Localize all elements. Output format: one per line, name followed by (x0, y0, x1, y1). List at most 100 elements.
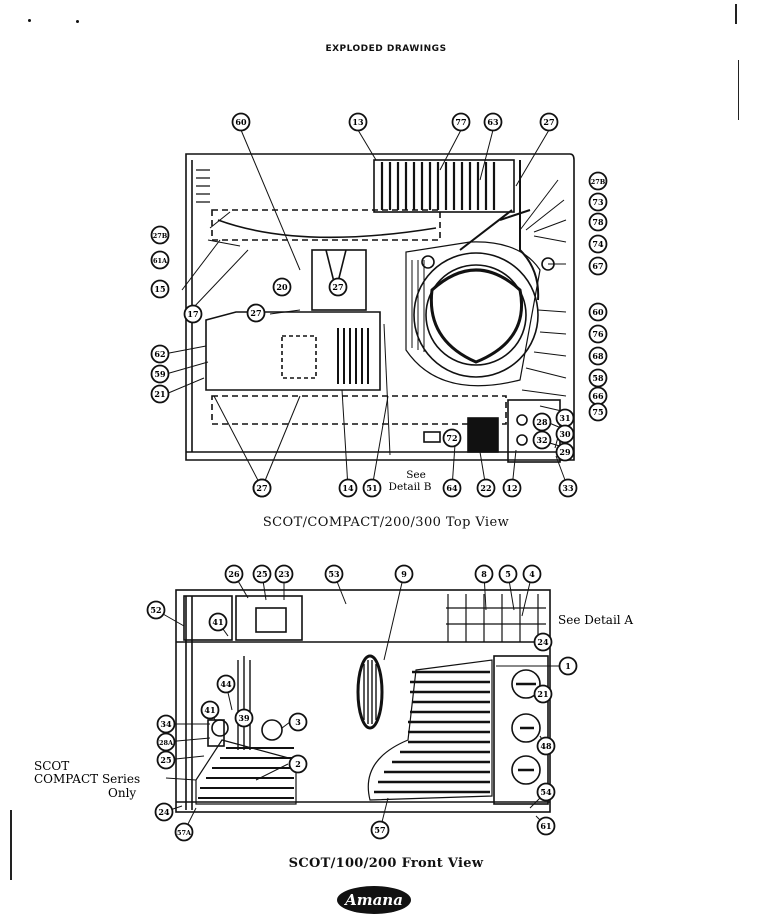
callout-number: 54 (540, 787, 552, 797)
see-detail-a-note: See Detail A (558, 613, 633, 627)
callout-number: 13 (352, 117, 364, 127)
callout-bubble (442, 428, 462, 448)
callout-number: 24 (537, 637, 549, 647)
callout-number: 27 (250, 308, 261, 318)
callout-number: 5 (505, 569, 511, 579)
callout-number: 4 (529, 569, 535, 579)
callout-number: 60 (592, 307, 604, 317)
callout-number: 20 (276, 282, 288, 292)
callout-bubble (288, 754, 308, 774)
callout-number: 67 (592, 261, 603, 271)
callout-number: 52 (150, 605, 161, 615)
callout-number: 72 (446, 433, 457, 443)
callout-number: 8 (481, 569, 487, 579)
callout-bubble (348, 112, 368, 132)
callout-bubble (150, 364, 170, 384)
callout-number: 29 (559, 447, 571, 457)
callout-bubble (150, 225, 170, 245)
callout-bubble (183, 304, 203, 324)
callout-bubble (288, 712, 308, 732)
callout-bubble (536, 736, 556, 756)
callout-bubble (588, 212, 608, 232)
callout-bubble (150, 250, 170, 270)
callout-bubble (588, 302, 608, 322)
callout-bubble (394, 564, 414, 584)
callout-number: 62 (154, 349, 165, 359)
callout-bubble (156, 750, 176, 770)
callout-bubble (483, 112, 503, 132)
callout-bubble (442, 478, 462, 498)
callout-bubble (588, 324, 608, 344)
callout-number: 59 (154, 369, 166, 379)
callout-bubble (588, 402, 608, 422)
callout-bubble (498, 564, 518, 584)
callout-number: 44 (220, 679, 232, 689)
callout-number: 25 (160, 755, 171, 765)
callout-number: 2 (295, 759, 301, 769)
callout-bubble (532, 412, 552, 432)
front-view-caption: SCOT/100/200 Front View (288, 856, 484, 871)
callout-number: 28A (159, 739, 174, 747)
callout-bubble (234, 708, 254, 728)
callout-number: 57 (374, 825, 385, 835)
callout-number: 14 (342, 483, 354, 493)
scan-edge-mark (738, 60, 739, 120)
scan-edge-mark (10, 810, 12, 880)
cabinet-outline (175, 589, 551, 813)
callout-number: 53 (328, 569, 340, 579)
callout-bubble (272, 277, 292, 297)
callout-bubble (200, 700, 220, 720)
callout-bubble (174, 822, 194, 842)
callout-number: 34 (160, 719, 172, 729)
callout-bubble (558, 478, 578, 498)
callout-number: 60 (235, 117, 247, 127)
callout-bubble (231, 112, 251, 132)
callout-number: 57A (177, 829, 192, 837)
top-view-caption: SCOT/COMPACT/200/300 Top View (262, 515, 510, 530)
callout-bubble (150, 279, 170, 299)
callout-number: 26 (228, 569, 240, 579)
top-view-diagram: 601377632727B7378746727B61A1517272062592… (150, 112, 608, 498)
callout-number: 28 (536, 417, 548, 427)
callout-bubble (588, 171, 608, 191)
callout-number: 25 (256, 569, 267, 579)
callout-number: 15 (154, 284, 165, 294)
callout-number: 58 (592, 373, 604, 383)
scot-note-line1: SCOT (34, 759, 69, 773)
callout-bubble (522, 564, 542, 584)
callout-number: 51 (366, 483, 377, 493)
callout-bubble (274, 564, 294, 584)
callout-bubble (451, 112, 471, 132)
callout-bubble (146, 600, 166, 620)
callout-bubble (474, 564, 494, 584)
callout-number: 21 (537, 689, 548, 699)
callout-number: 75 (592, 407, 603, 417)
callout-bubble (156, 714, 176, 734)
callout-bubble (588, 368, 608, 388)
callout-bubble (150, 344, 170, 364)
callout-bubble (252, 478, 272, 498)
callout-bubble (154, 802, 174, 822)
scot-note-line3: Only (108, 786, 136, 800)
callout-number: 27 (332, 282, 343, 292)
callout-number: 9 (401, 569, 407, 579)
see-detail-b-line2: Detail B (389, 481, 432, 493)
callout-number: 27B (591, 178, 606, 186)
amana-logo-text: Amana (343, 891, 403, 909)
callout-number: 1 (565, 661, 571, 671)
callout-bubble (338, 478, 358, 498)
callout-number: 68 (592, 351, 604, 361)
callout-number: 73 (592, 197, 604, 207)
callout-number: 76 (592, 329, 604, 339)
callout-bubble (536, 816, 556, 836)
callout-bubble (555, 424, 575, 444)
see-detail-b-line1: See (406, 469, 426, 481)
callout-number: 27 (543, 117, 554, 127)
callout-bubble (246, 303, 266, 323)
callout-bubble (370, 820, 390, 840)
callout-bubble (532, 430, 552, 450)
callout-number: 17 (187, 309, 198, 319)
callout-bubble (555, 442, 575, 462)
callout-number: 61A (153, 257, 168, 265)
